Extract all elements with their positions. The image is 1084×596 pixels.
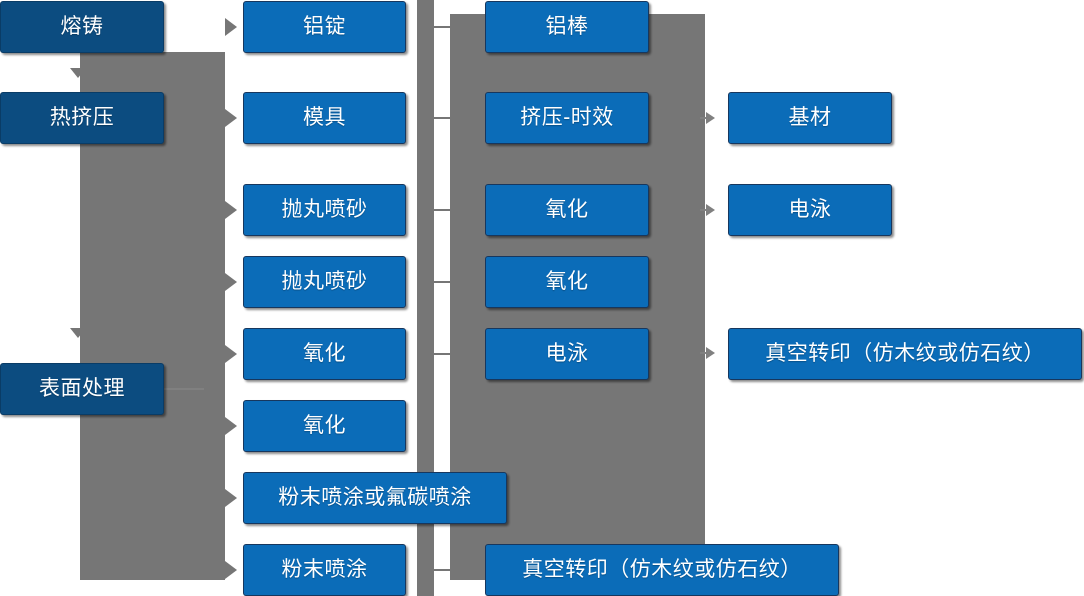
col2-powder-coating-label: 粉末喷涂	[281, 558, 368, 582]
col2-shot-blast-1[interactable]: 抛丸喷砂	[243, 184, 406, 236]
col3-oxidation-2[interactable]: 氧化	[485, 256, 649, 308]
tick-col3-vacuum-transfer	[434, 569, 450, 571]
col3-aluminum-bar[interactable]: 铝棒	[485, 1, 649, 53]
stem-to-col4-substrate	[700, 117, 712, 119]
col2-powder-or-fluorocarbon-label: 粉末喷涂或氟碳喷涂	[278, 486, 472, 510]
col2-powder-coating[interactable]: 粉末喷涂	[243, 544, 406, 596]
stage-melt-cast-label: 熔铸	[60, 15, 104, 39]
stage-hot-extrude[interactable]: 热挤压	[0, 92, 164, 144]
stem-to-col4-vacuum-transfer	[700, 352, 712, 354]
col3-vacuum-transfer-label: 真空转印（仿木纹或仿石纹）	[522, 558, 802, 582]
col3-vacuum-transfer[interactable]: 真空转印（仿木纹或仿石纹）	[485, 544, 839, 596]
arrow-to-col2-shot-blast-1-icon	[225, 201, 237, 219]
col4-substrate-label: 基材	[788, 106, 832, 130]
col3-aluminum-bar-label: 铝棒	[545, 15, 589, 39]
col3-extrude-aging[interactable]: 挤压-时效	[485, 92, 649, 144]
tick-col3-aluminum-bar	[434, 26, 450, 28]
col2-shot-blast-2[interactable]: 抛丸喷砂	[243, 256, 406, 308]
arrow-to-col2-powder-coating-icon	[225, 561, 237, 579]
stem-to-col4-electrophoresis	[700, 209, 712, 211]
col3-extrude-aging-label: 挤压-时效	[520, 106, 614, 130]
col4-vacuum-transfer[interactable]: 真空转印（仿木纹或仿石纹）	[728, 328, 1082, 380]
tick-col3-electrophoresis	[434, 353, 450, 355]
col2-aluminum-ingot[interactable]: 铝锭	[243, 1, 406, 53]
stage-hot-extrude-label: 热挤压	[49, 106, 115, 130]
col4-vacuum-transfer-label: 真空转印（仿木纹或仿石纹）	[765, 342, 1045, 366]
col2-oxidation-2[interactable]: 氧化	[243, 400, 406, 452]
arrow-to-col2-shot-blast-2-icon	[225, 273, 237, 291]
col2-mold-label: 模具	[303, 106, 346, 130]
arrow-melt-to-extrude-icon	[70, 68, 86, 78]
col4-electrophoresis-label: 电泳	[788, 198, 832, 222]
col2-shot-blast-1-label: 抛丸喷砂	[281, 198, 368, 222]
col2-oxidation-1[interactable]: 氧化	[243, 328, 406, 380]
col2-powder-or-fluorocarbon[interactable]: 粉末喷涂或氟碳喷涂	[243, 472, 507, 524]
arrow-to-col2-mold-icon	[225, 109, 237, 127]
tick-col3-oxidation-1	[434, 209, 450, 211]
stage-surface-treatment-label: 表面处理	[39, 377, 125, 401]
col2-oxidation-2-label: 氧化	[303, 414, 346, 438]
col2-shot-blast-2-label: 抛丸喷砂	[281, 270, 368, 294]
arrow-to-col2-oxidation-2-icon	[225, 417, 237, 435]
tick-col3-oxidation-2	[434, 281, 450, 283]
col2-mold[interactable]: 模具	[243, 92, 406, 144]
stage-surface-treatment[interactable]: 表面处理	[0, 363, 164, 415]
tick-col3-extrude-aging	[434, 117, 450, 119]
connector-band-narrow-upper	[417, 0, 434, 505]
arrow-extrude-to-surface-icon	[70, 328, 86, 338]
col3-electrophoresis-label: 电泳	[545, 342, 589, 366]
col4-electrophoresis[interactable]: 电泳	[728, 184, 892, 236]
col2-oxidation-1-label: 氧化	[303, 342, 346, 366]
col3-oxidation-1-label: 氧化	[545, 198, 589, 222]
connector-band-narrow-lower	[417, 520, 434, 596]
col3-oxidation-2-label: 氧化	[545, 270, 589, 294]
col3-oxidation-1[interactable]: 氧化	[485, 184, 649, 236]
col2-aluminum-ingot-label: 铝锭	[303, 15, 346, 39]
connector-surface-stem	[164, 388, 204, 390]
arrow-to-col2-powder-or-fluorocarbon-icon	[225, 489, 237, 507]
arrow-to-col2-oxidation-1-icon	[225, 345, 237, 363]
col3-electrophoresis[interactable]: 电泳	[485, 328, 649, 380]
arrow-to-col2-aluminum-ingot-icon	[225, 18, 237, 36]
stage-melt-cast[interactable]: 熔铸	[0, 1, 164, 53]
col4-substrate[interactable]: 基材	[728, 92, 892, 144]
